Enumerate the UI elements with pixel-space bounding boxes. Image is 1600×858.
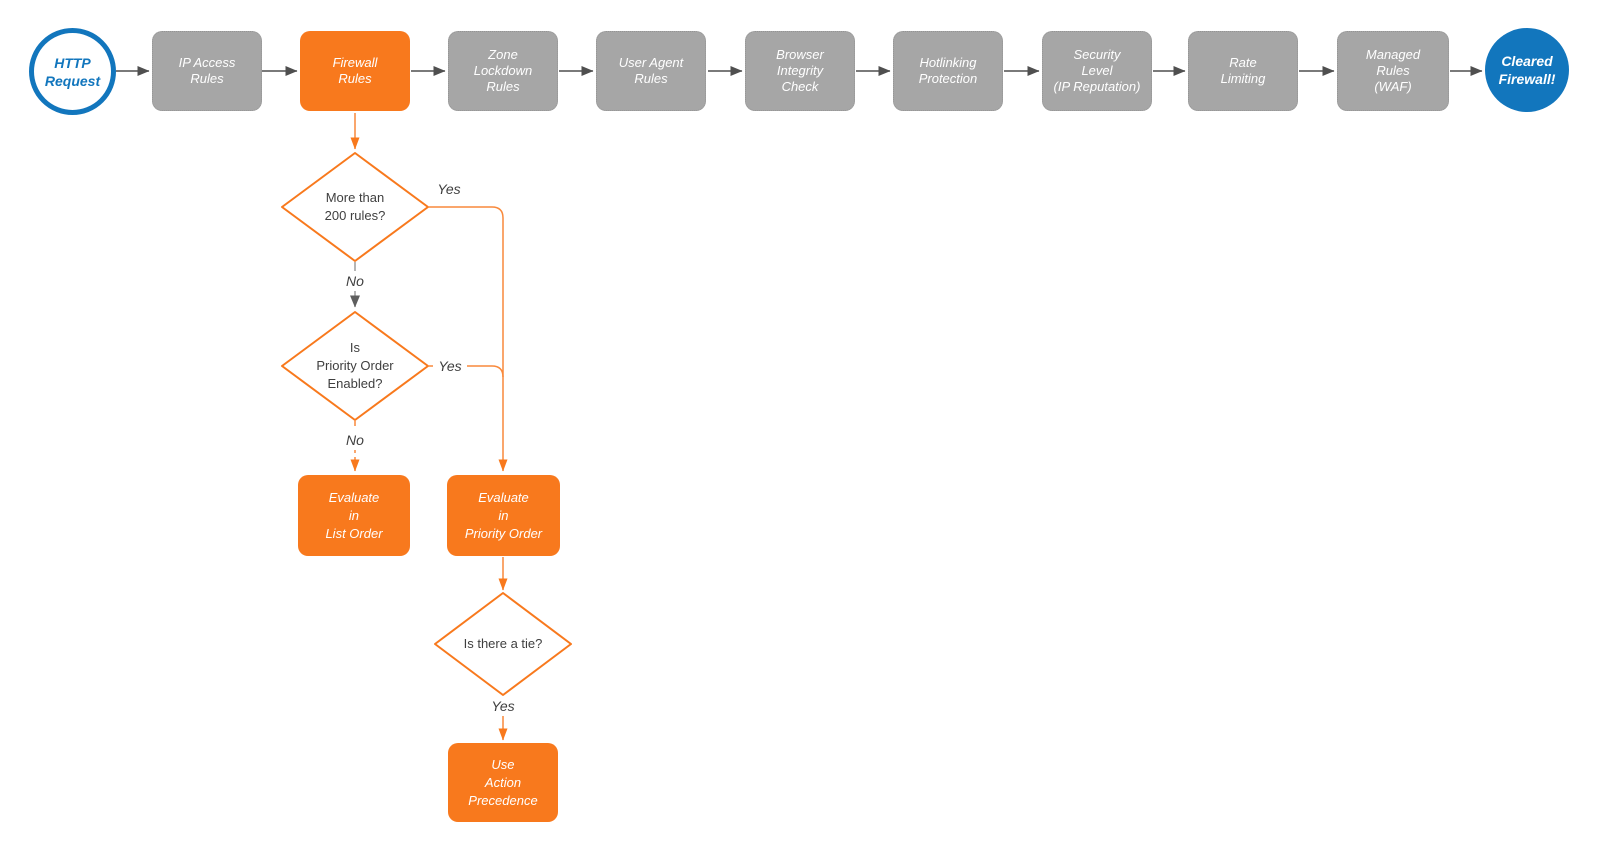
node-browser-integrity-check: Browser Integrity Check: [745, 31, 855, 111]
node-firewall-rules: Firewall Rules: [300, 31, 410, 111]
node-use-action-precedence: Use Action Precedence: [448, 743, 558, 822]
edge-label-yes-2: Yes: [433, 356, 467, 376]
edge-label-yes-3: Yes: [485, 696, 521, 716]
edge-label-no-1: No: [339, 271, 371, 291]
decision-more-rules-shape: [281, 152, 429, 262]
node-security-level: Security Level (IP Reputation): [1042, 31, 1152, 111]
decision-priority-enabled-shape: [281, 311, 429, 421]
decision-priority-enabled-label: Is Priority Order Enabled?: [316, 340, 394, 391]
connector-decision2-yes: [429, 365, 504, 378]
connector-decision1-yes: [429, 206, 508, 472]
node-http-request: HTTP Request: [29, 28, 116, 115]
node-managed-rules-waf: Managed Rules (WAF): [1337, 31, 1449, 111]
node-hotlinking-protection: Hotlinking Protection: [893, 31, 1003, 111]
node-evaluate-priority-order: Evaluate in Priority Order: [447, 475, 560, 556]
node-zone-lockdown-rules: Zone Lockdown Rules: [448, 31, 558, 111]
node-evaluate-list-order: Evaluate in List Order: [298, 475, 410, 556]
decision-tie-shape: [434, 592, 572, 696]
node-user-agent-rules: User Agent Rules: [596, 31, 706, 111]
decision-more-rules-label: More than 200 rules?: [324, 190, 386, 223]
edge-label-yes-1: Yes: [437, 181, 461, 197]
decision-tie-label: Is there a tie?: [463, 636, 543, 651]
node-cleared-firewall: Cleared Firewall!: [1485, 28, 1569, 112]
node-ip-access-rules: IP Access Rules: [152, 31, 262, 111]
node-rate-limiting: Rate Limiting: [1188, 31, 1298, 111]
edge-label-no-2: No: [339, 430, 371, 450]
